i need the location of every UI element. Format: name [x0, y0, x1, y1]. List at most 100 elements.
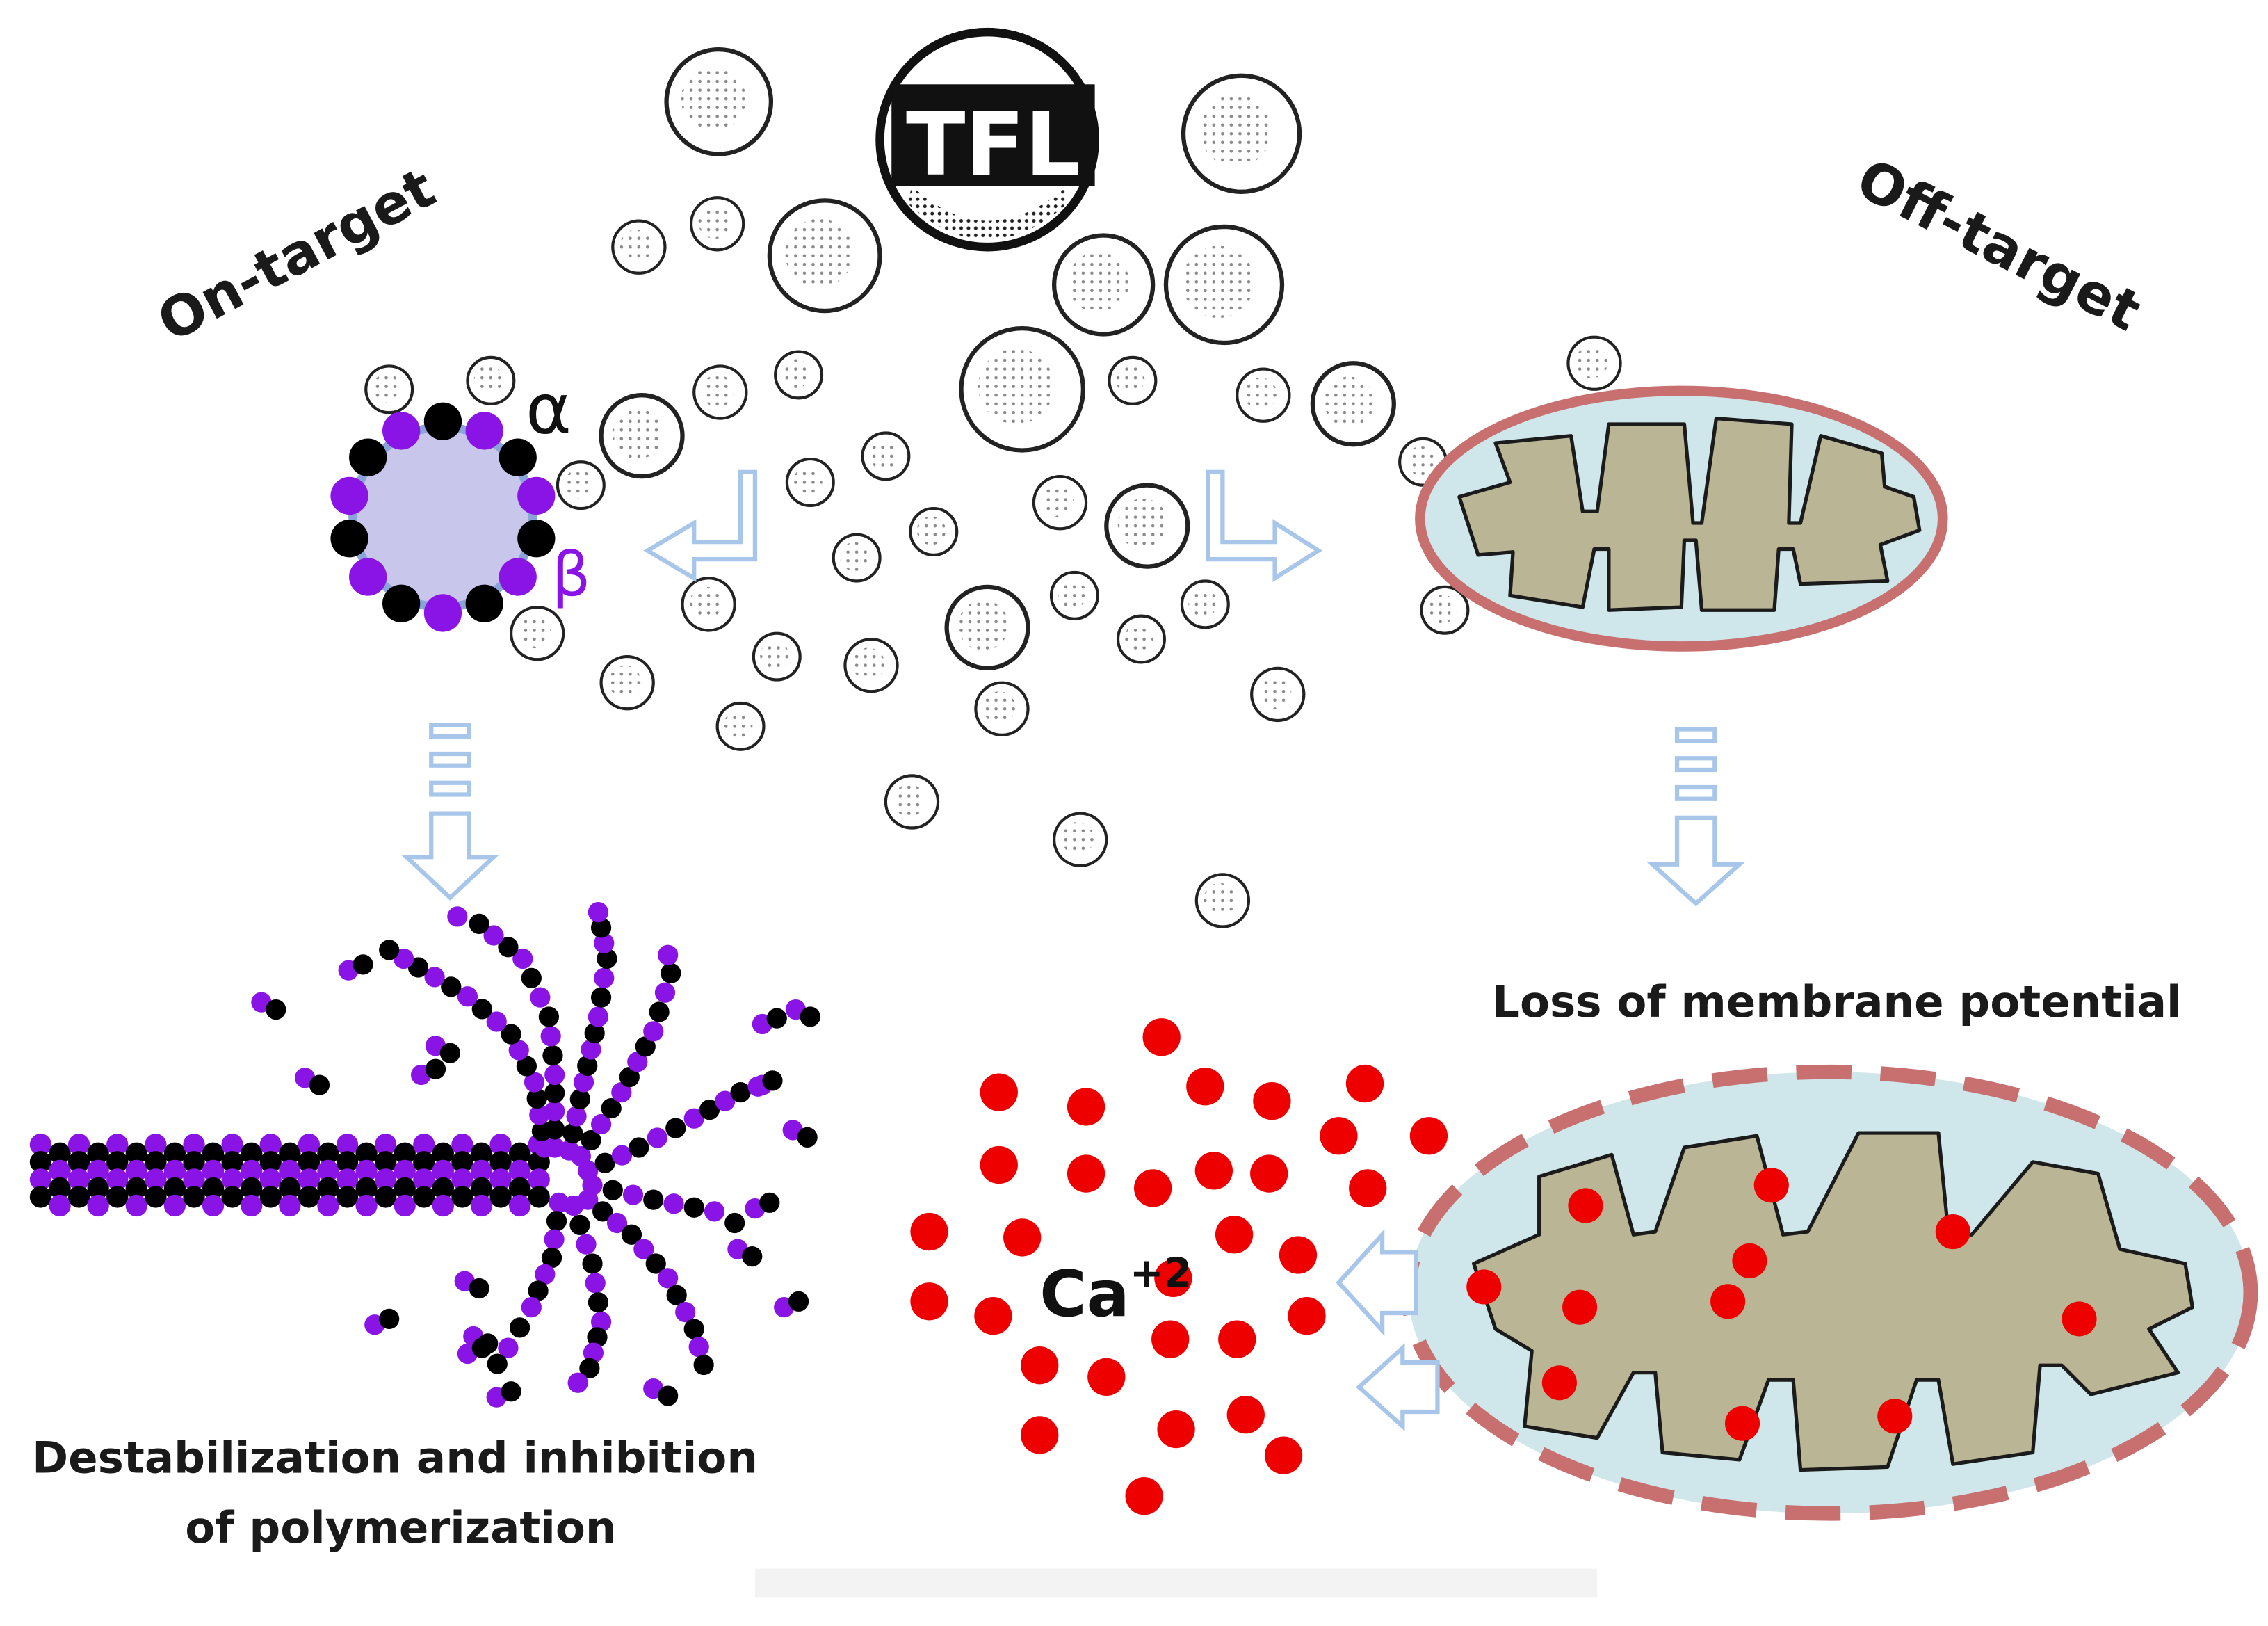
free-alpha-subunit: [800, 1006, 820, 1027]
calcium-ion-matrix: [1753, 1168, 1789, 1203]
microtubule-subunit: [259, 1134, 282, 1156]
protofilament-subunit: [606, 1212, 628, 1234]
calcium-ion: [1194, 1152, 1233, 1190]
microtubule-subunit: [432, 1142, 455, 1164]
particle-speckle: [1204, 883, 1236, 916]
microtubule-subunit: [317, 1159, 339, 1182]
calcium-ion: [1134, 1169, 1172, 1207]
microtubule-subunit: [259, 1168, 282, 1191]
microtubule-subunit: [163, 1177, 186, 1200]
tubulin-dimer-ring: [330, 402, 556, 632]
microtubule-subunit: [241, 1142, 263, 1164]
microtubule-subunit: [508, 1177, 531, 1200]
protofilament-subunit: [602, 1180, 623, 1200]
protofilament-subunit: [487, 1353, 508, 1374]
membrane-potential-caption: Loss of membrane potential: [1492, 976, 2181, 1027]
protofilament-subunit: [498, 937, 519, 958]
protofilament-subunit: [611, 1081, 632, 1103]
particle-speckle: [1324, 376, 1375, 428]
particle-speckle: [698, 206, 731, 239]
arrow-down-left: [400, 723, 499, 901]
particle-speckle: [1244, 378, 1277, 410]
protofilament-subunit: [588, 1292, 609, 1313]
calcium-ion: [1021, 1346, 1059, 1385]
microtubule-subunit: [317, 1142, 339, 1164]
calcium-ion: [980, 1073, 1018, 1111]
calcium-efflux-arrow-lower: [1356, 1343, 1440, 1431]
protofilament-subunit: [573, 1072, 594, 1093]
microtubule-subunit: [49, 1159, 71, 1182]
protofilament-subunit: [501, 1024, 521, 1045]
calcium-ion-matrix: [1710, 1284, 1746, 1319]
particle-speckle: [1115, 364, 1145, 394]
microtubule-subunit: [106, 1168, 129, 1191]
protofilament-subunit: [544, 1064, 565, 1086]
beta-tubulin-subunit: [499, 558, 537, 596]
protofilament-subunit: [447, 906, 468, 927]
protofilament-subunit: [542, 1045, 563, 1066]
protofilament-subunit: [582, 1253, 603, 1274]
microtubule-subunit: [29, 1134, 52, 1156]
microtubule-subunit: [125, 1194, 147, 1217]
protofilament-subunit: [544, 1101, 565, 1122]
protofilament-subunit: [471, 999, 492, 1020]
protofilament-subunit: [622, 1184, 644, 1205]
microtubule-subunit: [202, 1142, 225, 1164]
particle-speckle: [793, 467, 823, 496]
microtubule-subunit: [355, 1159, 378, 1182]
protofilament-subunit: [665, 1118, 686, 1138]
microtubule-subunit: [221, 1168, 243, 1191]
microtubule-subunit: [145, 1168, 167, 1191]
protofilament-subunit: [581, 1129, 601, 1151]
beta-tubulin-subunit: [330, 476, 368, 515]
microtubule-subunit: [125, 1142, 147, 1164]
microtubule-subunit: [183, 1186, 205, 1208]
alpha-label: α: [526, 368, 572, 449]
bottom-shadow: [754, 1568, 1598, 1598]
microtubule-subunit: [241, 1177, 263, 1200]
microtubule-subunit: [259, 1186, 282, 1208]
microtubule-subunit: [259, 1151, 282, 1173]
microtubule-subunit: [451, 1168, 473, 1191]
microtubule-subunit: [470, 1177, 493, 1200]
protofilament-subunit: [704, 1201, 725, 1222]
microtubule-subunit: [145, 1186, 167, 1208]
beta-tubulin-subunit: [517, 476, 556, 515]
protofilament-subunit: [645, 1253, 666, 1274]
calcium-ion-matrix: [2062, 1301, 2097, 1337]
microtubule-subunit: [432, 1159, 455, 1182]
calcium-ion-matrix: [1466, 1269, 1502, 1305]
arrow-down-right: [1646, 727, 1746, 907]
microtubule-subunit: [413, 1186, 435, 1208]
microtubule-subunit: [394, 1177, 416, 1200]
free-alpha-subunit: [742, 1246, 763, 1267]
microtubule-subunit: [298, 1134, 321, 1156]
protofilament-subunit: [498, 1337, 519, 1358]
particle-speckle: [893, 784, 926, 817]
particle-speckle: [852, 647, 885, 681]
protofilament-subunit: [590, 987, 612, 1008]
protofilament-subunit: [658, 944, 679, 965]
calcium-ion: [1021, 1416, 1059, 1454]
protofilament-subunit: [661, 963, 681, 983]
protofilament-subunit: [658, 1268, 679, 1289]
microtubule-subunit: [29, 1186, 52, 1208]
microtubule-subunit: [202, 1159, 225, 1182]
microtubule-subunit: [87, 1177, 109, 1200]
calcium-charge: +2: [1130, 1249, 1192, 1296]
microtubule-subunit: [336, 1151, 359, 1173]
microtubule-subunit: [355, 1194, 378, 1217]
microtubule-subunit: [221, 1134, 243, 1156]
protofilament-subunit: [538, 1006, 560, 1027]
particle-speckle: [1041, 485, 1074, 518]
protofilament-subunit: [379, 940, 400, 960]
protofilament-subunit: [508, 1040, 529, 1061]
protofilament-subunit: [715, 1090, 736, 1111]
microtubule-subunit: [355, 1142, 378, 1164]
calcium-ion: [1087, 1358, 1126, 1396]
calcium-ion: [910, 1282, 948, 1321]
calcium-ion: [1409, 1117, 1448, 1155]
microtubule-subunit: [106, 1186, 129, 1208]
particle-speckle: [701, 374, 734, 408]
